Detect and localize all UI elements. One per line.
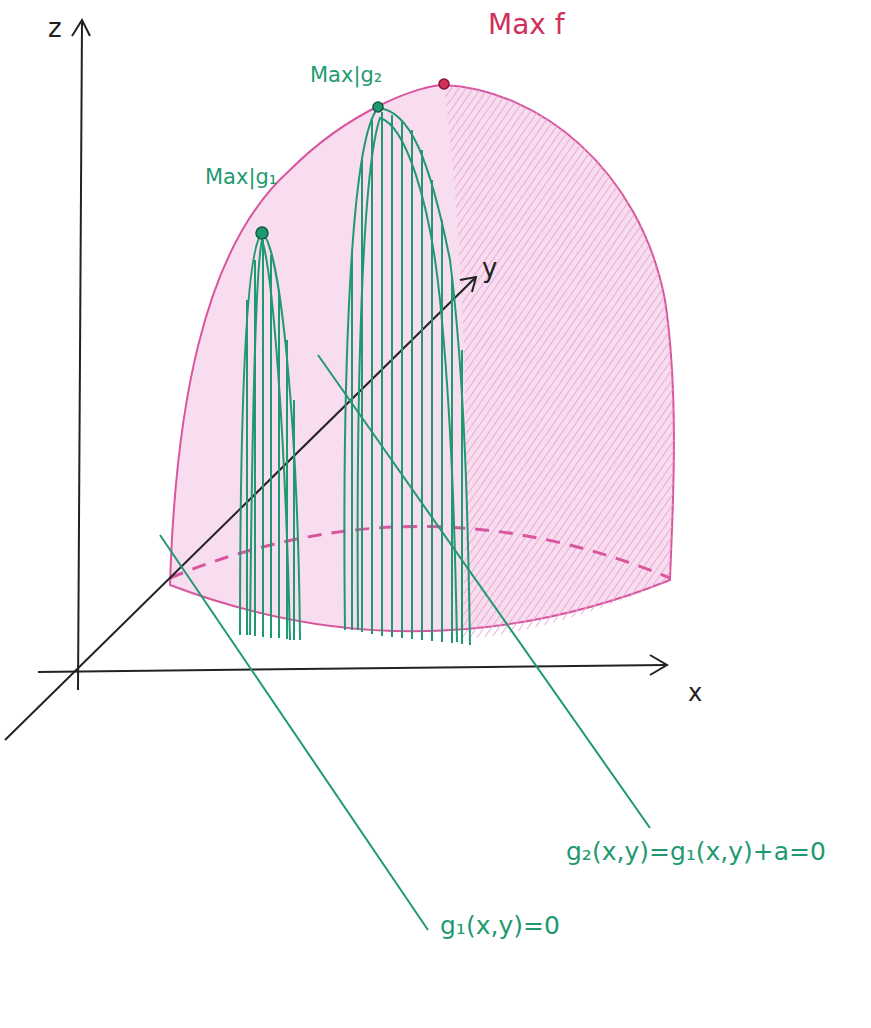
max-label: Max|g₂ (310, 64, 382, 87)
surface-shading (444, 85, 674, 640)
constraint-equation: g₂(x,y)=g₁(x,y)+a=0 (566, 838, 826, 866)
constraint-curve-g2 (344, 108, 470, 645)
axis-label: y (482, 254, 497, 283)
max-point-g1 (256, 227, 268, 239)
max-point-g2 (373, 102, 383, 112)
max-label: Max|g₁ (205, 166, 277, 189)
base-ellipse-back (170, 527, 670, 579)
axis-label: z (48, 14, 62, 43)
constraint-equation: g₁(x,y)=0 (440, 912, 560, 940)
max-label: Max f (488, 10, 565, 41)
constraint-curve-g1 (240, 233, 300, 640)
leader-line-g2 (318, 355, 650, 828)
axis-label: x (688, 680, 702, 706)
max-point-f (439, 79, 449, 89)
leader-line-g1 (160, 535, 428, 930)
